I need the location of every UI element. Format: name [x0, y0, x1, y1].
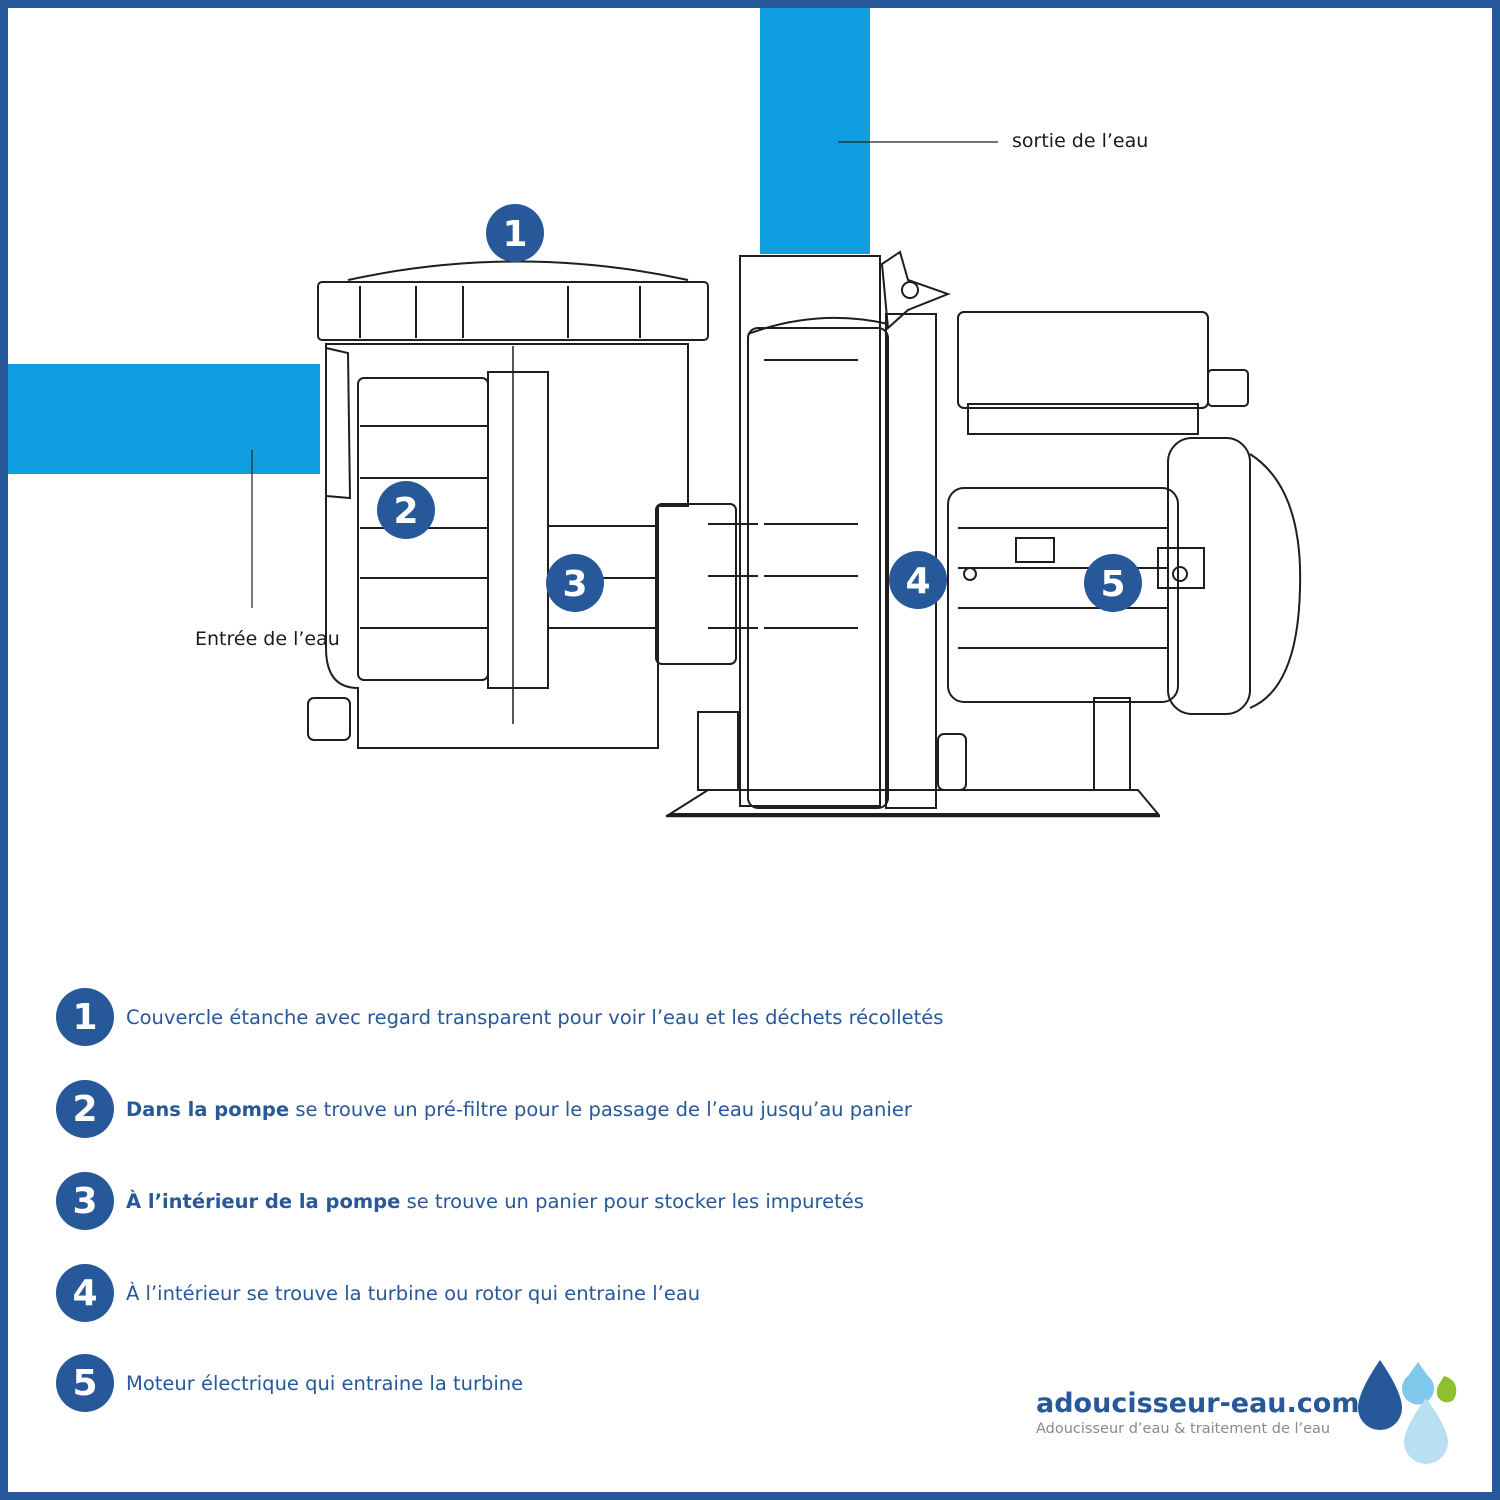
legend-text: Dans la pompe se trouve un pré-filtre po… [126, 1097, 912, 1121]
legend-text: À l’intérieur de la pompe se trouve un p… [126, 1189, 864, 1213]
svg-text:2: 2 [393, 491, 418, 532]
outlet-pipe [760, 8, 870, 254]
legend-text: À l’intérieur se trouve la turbine ou ro… [126, 1281, 701, 1305]
inlet-label: Entrée de l’eau [195, 628, 340, 650]
legend-number: 4 [56, 1264, 114, 1322]
legend-number: 3 [56, 1172, 114, 1230]
inlet-pipe [8, 364, 320, 474]
legend-item: 4 À l’intérieur se trouve la turbine ou … [56, 1264, 700, 1322]
badge-5: 5 [1084, 554, 1142, 612]
legend-item: 1 Couvercle étanche avec regard transpar… [56, 988, 943, 1046]
badge-3: 3 [546, 554, 604, 612]
pump-drawing [307, 250, 1302, 818]
legend-text: Couvercle étanche avec regard transparen… [126, 1005, 944, 1029]
pump-diagram: 1 2 3 4 5 [8, 8, 1457, 1464]
legend-text: Moteur électrique qui entraine la turbin… [126, 1371, 524, 1395]
brand-logo: adoucisseur-eau.com Adoucisseur d’eau & … [1036, 1388, 1359, 1437]
badge-1: 1 [486, 204, 544, 262]
legend-number: 5 [56, 1354, 114, 1412]
legend-number: 2 [56, 1080, 114, 1138]
svg-text:5: 5 [1100, 564, 1125, 605]
brand-tagline: Adoucisseur d’eau & traitement de l’eau [1036, 1421, 1331, 1437]
logo-drops-icon [1358, 1360, 1457, 1464]
brand-name: adoucisseur-eau.com [1036, 1388, 1360, 1419]
outlet-label: sortie de l’eau [1012, 130, 1149, 152]
badge-4: 4 [889, 551, 947, 609]
svg-text:4: 4 [905, 561, 930, 602]
legend-item: 3 À l’intérieur de la pompe se trouve un… [56, 1172, 864, 1230]
svg-text:3: 3 [562, 564, 587, 605]
badge-2: 2 [377, 481, 435, 539]
legend-number: 1 [56, 988, 114, 1046]
legend-item: 2 Dans la pompe se trouve un pré-filtre … [56, 1080, 912, 1138]
legend-item: 5 Moteur électrique qui entraine la turb… [56, 1354, 523, 1412]
svg-text:1: 1 [502, 214, 527, 255]
